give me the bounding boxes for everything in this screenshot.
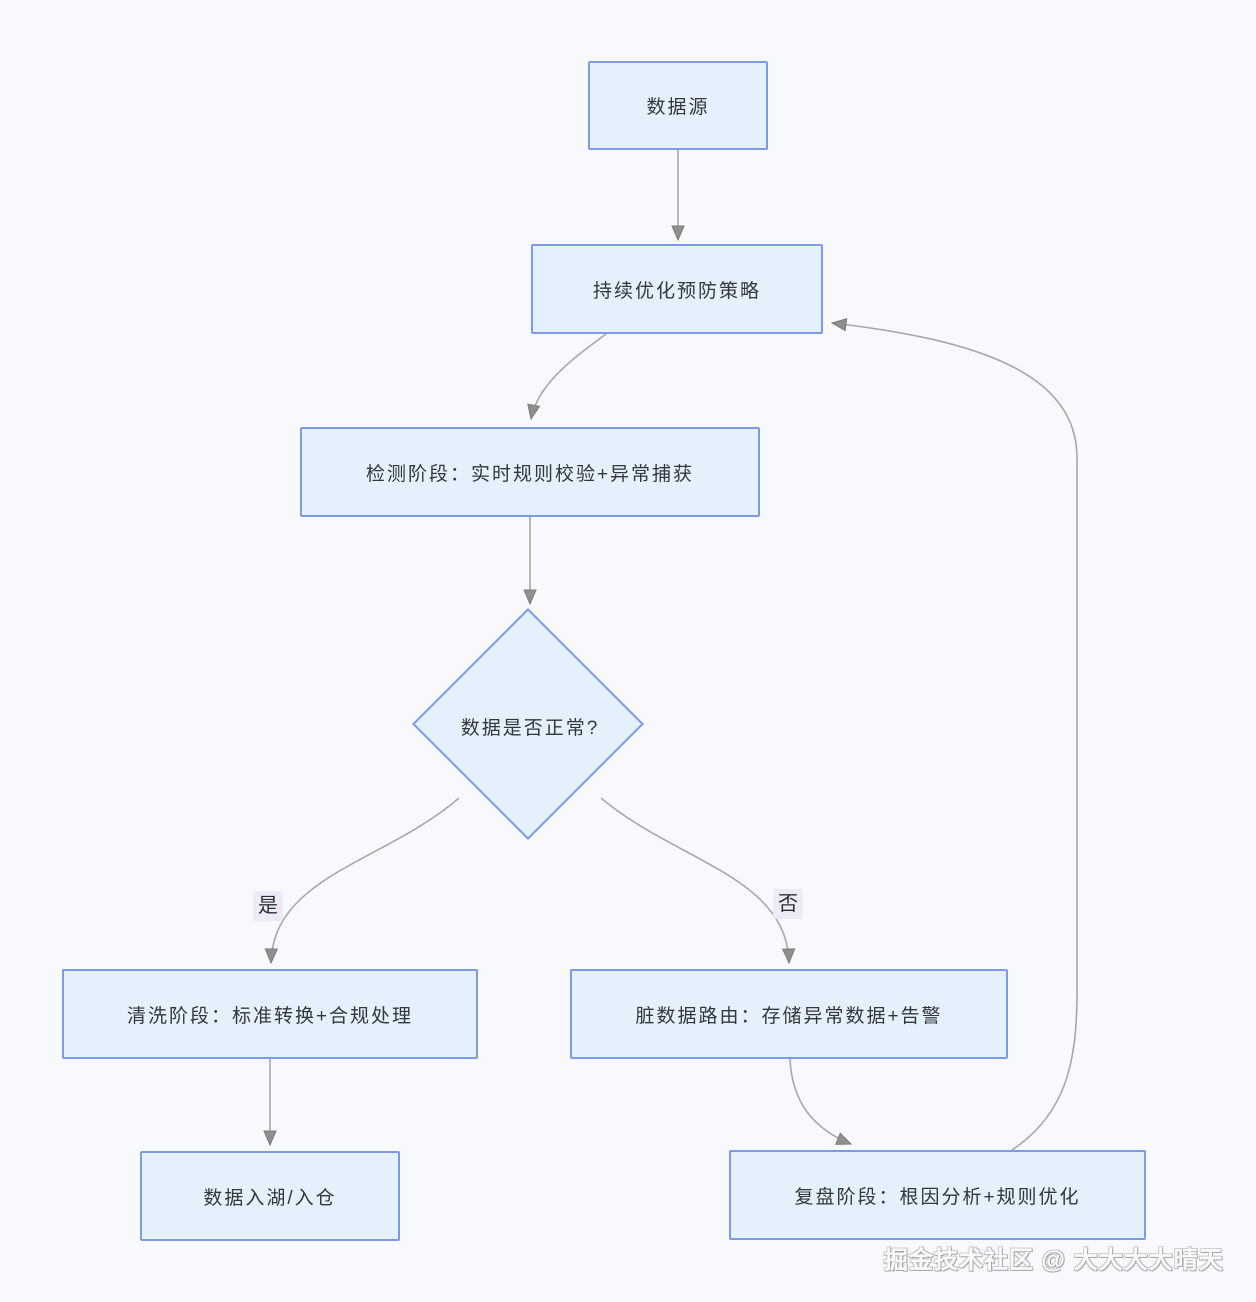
- node-review-stage-label: 复盘阶段：根因分析+规则优化: [794, 1186, 1081, 1208]
- node-review-stage: 复盘阶段：根因分析+规则优化: [729, 1150, 1146, 1240]
- edge-review-to-optimize: [832, 323, 1078, 1151]
- node-data-lake: 数据入湖/入仓: [140, 1151, 400, 1241]
- edge-optimize-to-detect: [531, 333, 607, 419]
- node-decision-label-wrap: 数据是否正常?: [412, 609, 648, 843]
- node-data-lake-label: 数据入湖/入仓: [203, 1187, 337, 1209]
- node-decision-label: 数据是否正常?: [460, 717, 600, 739]
- edge-decision-no-to-dirtyroute: [600, 797, 789, 963]
- node-data-source: 数据源: [588, 61, 768, 150]
- node-optimize-strategy: 持续优化预防策略: [531, 244, 823, 334]
- node-dirty-route: 脏数据路由：存储异常数据+告警: [570, 969, 1008, 1059]
- node-detect-stage: 检测阶段：实时规则校验+异常捕获: [300, 427, 760, 517]
- edge-label-yes: 是: [253, 891, 283, 921]
- node-clean-stage: 清洗阶段：标准转换+合规处理: [62, 969, 478, 1059]
- node-dirty-route-label: 脏数据路由：存储异常数据+告警: [635, 1005, 943, 1027]
- edge-decision-yes-to-clean: [271, 797, 460, 963]
- edge-dirtyroute-to-review: [789, 1058, 851, 1144]
- edge-label-no: 否: [773, 889, 803, 919]
- node-optimize-strategy-label: 持续优化预防策略: [592, 280, 761, 302]
- node-decision: 数据是否正常?: [412, 608, 648, 843]
- watermark: 掘金技术社区 @ 大大大大晴天: [884, 1247, 1224, 1274]
- node-data-source-label: 数据源: [646, 97, 710, 118]
- node-detect-stage-label: 检测阶段：实时规则校验+异常捕获: [365, 463, 695, 485]
- node-clean-stage-label: 清洗阶段：标准转换+合规处理: [126, 1005, 414, 1027]
